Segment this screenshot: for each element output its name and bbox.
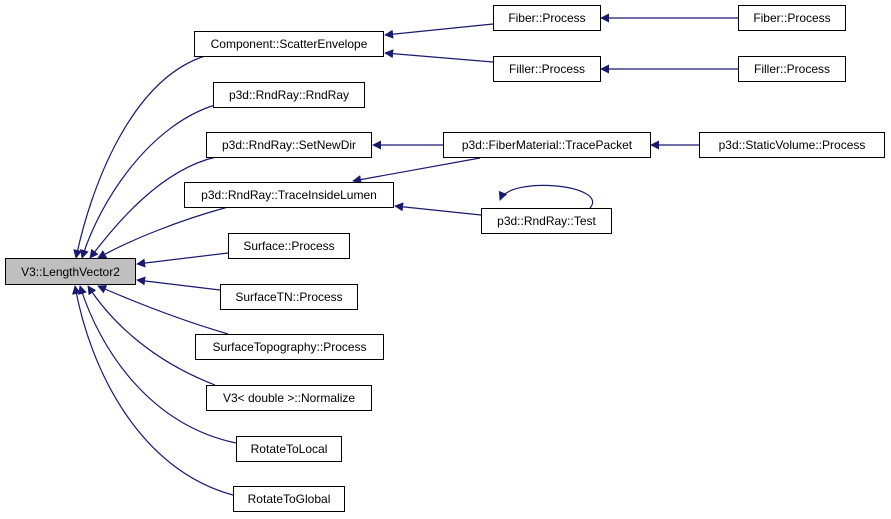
edge-test-to-test [498, 184, 594, 209]
node-rndray-ctor[interactable]: p3d::RndRay::RndRay [213, 82, 365, 108]
node-filler-process-mid[interactable]: Filler::Process [493, 56, 601, 82]
node-fiber-process-outer[interactable]: Fiber::Process [738, 5, 846, 31]
edge-rotglobal-to-root [71, 285, 234, 496]
node-filler-process-outer[interactable]: Filler::Process [738, 56, 846, 82]
node-rotate-to-global[interactable]: RotateToGlobal [233, 486, 345, 512]
edge-surface-to-root [136, 252, 229, 268]
edge-surfacetn-to-root [136, 276, 221, 291]
node-scatter-envelope[interactable]: Component::ScatterEnvelope [194, 31, 384, 57]
edge-tracelumen-to-root [97, 206, 229, 259]
edge-surftopo-to-root [97, 285, 229, 335]
node-rndray-test[interactable]: p3d::RndRay::Test [481, 208, 612, 234]
edge-scatter-to-root [73, 55, 206, 259]
edge-rndray-to-root [80, 104, 216, 259]
edge-fiber1-to-scatter [384, 23, 494, 39]
node-normalize[interactable]: V3< double >::Normalize [206, 385, 372, 411]
node-rotate-to-local[interactable]: RotateToLocal [236, 436, 342, 462]
edge-tracepacket-to-tracelumen [352, 157, 481, 184]
node-surface-topography-process[interactable]: SurfaceTopography::Process [195, 334, 384, 360]
node-trace-packet[interactable]: p3d::FiberMaterial::TracePacket [443, 132, 651, 158]
edge-setnewdir-to-root [89, 156, 217, 259]
edge-rotlocal-to-root [78, 285, 237, 444]
node-fiber-process-mid[interactable]: Fiber::Process [493, 5, 601, 31]
edge-filler1-to-scatter [384, 49, 494, 63]
node-surface-process[interactable]: Surface::Process [228, 233, 350, 259]
node-surfacetn-process[interactable]: SurfaceTN::Process [220, 284, 358, 310]
node-root: V3::LengthVector2 [5, 258, 136, 285]
node-static-volume-process[interactable]: p3d::StaticVolume::Process [699, 132, 885, 158]
node-trace-inside-lumen[interactable]: p3d::RndRay::TraceInsideLumen [184, 182, 394, 208]
edge-test-to-tracelumen [394, 202, 482, 216]
node-set-new-dir[interactable]: p3d::RndRay::SetNewDir [206, 132, 372, 158]
edge-normalize-to-root [87, 285, 216, 386]
